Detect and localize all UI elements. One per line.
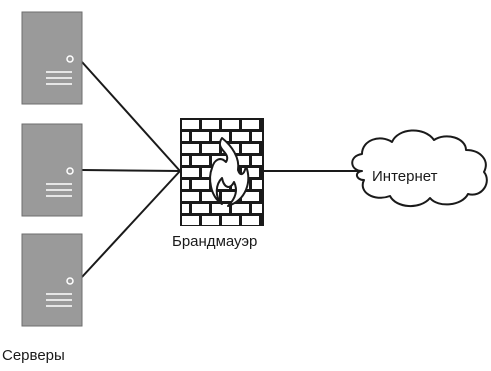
link-server-1-firewall	[81, 61, 181, 172]
brick	[212, 132, 229, 141]
brick	[242, 120, 259, 129]
brick	[182, 156, 189, 165]
brick	[192, 156, 209, 165]
server-icon	[21, 123, 83, 217]
brick	[252, 204, 262, 213]
brick	[222, 216, 239, 225]
brick	[202, 216, 219, 225]
brick	[242, 168, 259, 177]
server-icon	[21, 11, 83, 105]
brick	[252, 156, 262, 165]
brick	[252, 132, 262, 141]
connections	[81, 61, 362, 278]
brick	[182, 144, 199, 153]
firewall-brick-wall-icon	[180, 118, 264, 226]
servers-label: Серверы	[2, 347, 65, 364]
cloud-icon	[351, 129, 488, 207]
brick	[232, 204, 249, 213]
link-server-2-firewall	[81, 169, 181, 172]
brick	[182, 216, 199, 225]
brick	[242, 216, 259, 225]
brick	[212, 204, 229, 213]
brick	[232, 156, 249, 165]
firewall-label: Брандмауэр	[172, 233, 258, 250]
brick	[182, 168, 199, 177]
brick	[232, 132, 249, 141]
brick	[182, 180, 189, 189]
brick	[242, 192, 259, 201]
brick	[192, 180, 209, 189]
brick	[182, 120, 199, 129]
brick	[182, 192, 199, 201]
brick	[222, 120, 239, 129]
brick	[182, 204, 189, 213]
brick	[202, 120, 219, 129]
brick	[212, 180, 229, 189]
brick	[192, 132, 209, 141]
brick	[222, 192, 239, 201]
brick	[192, 204, 209, 213]
link-server-3-firewall	[81, 170, 181, 278]
bricks	[182, 120, 262, 225]
brick	[242, 144, 259, 153]
flame-icon	[209, 137, 250, 207]
server-icon	[21, 233, 83, 327]
internet-label: Интернет	[372, 168, 438, 185]
brick	[202, 192, 219, 201]
brick	[202, 144, 219, 153]
brick	[182, 132, 189, 141]
brick	[252, 180, 262, 189]
